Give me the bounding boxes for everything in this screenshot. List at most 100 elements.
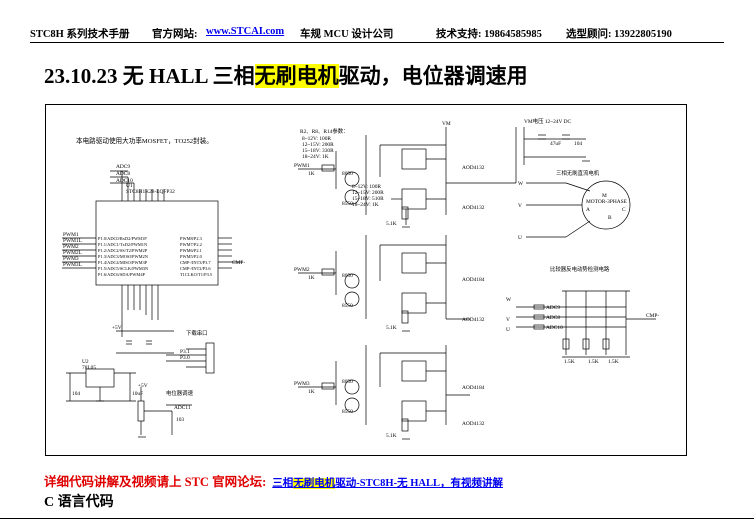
circuit-schematic: 本电路驱动使用大功率MOSFET，TO252封装。 U1 STC8H1K28-L… bbox=[45, 104, 687, 456]
svg-text:104: 104 bbox=[72, 391, 80, 397]
svg-text:8550: 8550 bbox=[342, 409, 353, 415]
svg-text:AOD4132: AOD4132 bbox=[462, 421, 485, 427]
svg-text:B: B bbox=[608, 215, 612, 221]
mcu-body bbox=[95, 200, 219, 286]
svg-text:PWM2L: PWM2L bbox=[63, 250, 82, 256]
svg-text:U: U bbox=[518, 235, 522, 241]
svg-text:CMP-/INT2/P3.6: CMP-/INT2/P3.6 bbox=[180, 266, 211, 271]
forum-reference: 详细代码讲解及视频请上 STC 官网论坛: 三相无刷电机驱动-STC8H-无 HA… bbox=[44, 471, 503, 490]
svg-text:ADC10: ADC10 bbox=[116, 178, 133, 184]
svg-text:10uF: 10uF bbox=[132, 391, 143, 397]
consult-phone: 选型顾问: 13922805190 bbox=[566, 29, 672, 40]
svg-text:1.5K: 1.5K bbox=[588, 359, 599, 365]
svg-text:CMP-: CMP- bbox=[232, 260, 245, 266]
svg-text:U2: U2 bbox=[82, 359, 89, 365]
svg-text:8~12V: 100R: 8~12V: 100R bbox=[302, 136, 331, 142]
svg-text:1K: 1K bbox=[308, 389, 315, 395]
svg-text:AOD4132: AOD4132 bbox=[462, 317, 485, 323]
site-link[interactable]: www.STCAI.com bbox=[206, 26, 285, 37]
svg-text:P1.6/ADC6/SDA/PWM4P: P1.6/ADC6/SDA/PWM4P bbox=[98, 272, 146, 277]
svg-text:5.1K: 5.1K bbox=[386, 433, 397, 439]
svg-text:STC8H1K28-LQFP32: STC8H1K28-LQFP32 bbox=[126, 189, 175, 195]
code-section-heading: C 语言代码 bbox=[44, 495, 114, 510]
bridge-stage-1 bbox=[298, 135, 516, 225]
svg-text:8550: 8550 bbox=[342, 303, 353, 309]
svg-text:AOD4184: AOD4184 bbox=[462, 277, 485, 283]
svg-text:5.1K: 5.1K bbox=[386, 325, 397, 331]
svg-text:12~15V: 200R: 12~15V: 200R bbox=[302, 142, 334, 148]
svg-text:PWM1L: PWM1L bbox=[63, 238, 82, 244]
svg-text:C: C bbox=[622, 207, 626, 213]
svg-text:15~18V: 330R: 15~18V: 330R bbox=[302, 148, 334, 154]
svg-text:8050: 8050 bbox=[342, 379, 353, 385]
svg-text:ADC8: ADC8 bbox=[546, 315, 560, 321]
svg-text:ADC9: ADC9 bbox=[546, 305, 560, 311]
svg-text:PWM2: PWM2 bbox=[63, 244, 79, 250]
svg-text:PWM8/P2.3: PWM8/P2.3 bbox=[180, 236, 203, 241]
svg-text:U: U bbox=[506, 327, 510, 333]
svg-text:ADC11: ADC11 bbox=[174, 405, 191, 411]
bridge-stage-3 bbox=[298, 345, 470, 432]
svg-text:VM: VM bbox=[442, 121, 451, 127]
svg-text:8050: 8050 bbox=[342, 171, 353, 177]
svg-text:ADC8: ADC8 bbox=[116, 171, 130, 177]
mosfet-note: 本电路驱动使用大功率MOSFET，TO252封装。 bbox=[76, 136, 213, 145]
svg-text:12~15V: 200R: 12~15V: 200R bbox=[352, 190, 384, 196]
title-highlight: 无刷电机 bbox=[254, 64, 339, 88]
manual-title: STC8H 系列技术手册 bbox=[30, 29, 130, 40]
svg-text:W: W bbox=[506, 297, 512, 303]
svg-text:PWM6/P2.1: PWM6/P2.1 bbox=[180, 248, 202, 253]
svg-text:M: M bbox=[602, 193, 607, 199]
svg-text:电位器调速: 电位器调速 bbox=[166, 389, 194, 397]
svg-text:P3.1: P3.1 bbox=[180, 349, 190, 355]
svg-text:PWM2: PWM2 bbox=[294, 267, 310, 273]
svg-text:18~24V: 1K: 18~24V: 1K bbox=[352, 202, 379, 208]
forum-video-link[interactable]: 三相无刷电机驱动-STC8H-无 HALL，有视频讲解 bbox=[272, 478, 503, 489]
svg-text:比较器反电动势检测电路: 比较器反电动势检测电路 bbox=[550, 265, 610, 273]
page-header: STC8H 系列技术手册 官方网站: www.STCAI.com 车规 MCU … bbox=[30, 26, 724, 42]
svg-text:1.5K: 1.5K bbox=[564, 359, 575, 365]
svg-text:P1.3/ADC3/MOSI/PWM2N: P1.3/ADC3/MOSI/PWM2N bbox=[98, 254, 149, 259]
svg-text:PWM7/P2.2: PWM7/P2.2 bbox=[180, 242, 202, 247]
svg-text:PWM5/P2.0: PWM5/P2.0 bbox=[180, 254, 203, 259]
site-label: 官方网站: bbox=[152, 29, 198, 40]
forum-prompt: 详细代码讲解及视频请上 STC 官网论坛: bbox=[44, 475, 267, 489]
svg-text:5.1K: 5.1K bbox=[386, 221, 397, 227]
svg-text:103: 103 bbox=[176, 417, 184, 423]
svg-text:PWM3: PWM3 bbox=[294, 381, 310, 387]
company-label: 车规 MCU 设计公司 bbox=[300, 29, 394, 40]
page-bottom-rule bbox=[0, 518, 754, 519]
svg-text:CMP-/INT3/P3.7: CMP-/INT3/P3.7 bbox=[180, 260, 211, 265]
svg-text:R2、R8、R14参数：: R2、R8、R14参数： bbox=[300, 127, 349, 135]
svg-text:78L05: 78L05 bbox=[82, 365, 96, 371]
support-phone: 技术支持: 19864585985 bbox=[436, 29, 542, 40]
svg-text:104: 104 bbox=[574, 141, 582, 147]
svg-text:ADC9: ADC9 bbox=[116, 164, 130, 170]
svg-text:A: A bbox=[586, 207, 590, 213]
svg-text:三相无刷直流电机: 三相无刷直流电机 bbox=[556, 169, 600, 177]
svg-text:AOD4132: AOD4132 bbox=[462, 205, 485, 211]
svg-text:1.5K: 1.5K bbox=[608, 359, 619, 365]
svg-text:P1.4/ADC4/MISO/PWM3P: P1.4/ADC4/MISO/PWM3P bbox=[98, 260, 148, 265]
svg-text:1K: 1K bbox=[308, 171, 315, 177]
svg-text:AOD4184: AOD4184 bbox=[462, 385, 485, 391]
svg-text:+5V: +5V bbox=[112, 325, 122, 331]
svg-text:CMP-: CMP- bbox=[646, 313, 659, 319]
svg-text:AOD4132: AOD4132 bbox=[462, 165, 485, 171]
svg-text:+5V: +5V bbox=[138, 383, 148, 389]
svg-text:P1.5/ADC5/SCLK/PWM3N: P1.5/ADC5/SCLK/PWM3N bbox=[98, 266, 149, 271]
svg-text:P1.1/ADC1/TxD2/PWM1N: P1.1/ADC1/TxD2/PWM1N bbox=[98, 242, 148, 247]
svg-text:U1: U1 bbox=[126, 183, 133, 189]
svg-text:PWM1: PWM1 bbox=[294, 163, 310, 169]
bridge-stage-2 bbox=[298, 235, 470, 324]
svg-text:8550: 8550 bbox=[342, 201, 353, 207]
svg-text:15~18V: 510R: 15~18V: 510R bbox=[352, 196, 384, 202]
svg-text:T1CLKO/T1/P3.5: T1CLKO/T1/P3.5 bbox=[180, 272, 213, 277]
svg-text:P1.2/ADC2/SS/T2/PWM2P: P1.2/ADC2/SS/T2/PWM2P bbox=[98, 248, 148, 253]
svg-text:MOTOR-3PHASE: MOTOR-3PHASE bbox=[586, 199, 628, 205]
svg-text:PWM3: PWM3 bbox=[63, 256, 79, 262]
svg-text:PWM1: PWM1 bbox=[63, 232, 79, 238]
svg-text:8~12V: 100R: 8~12V: 100R bbox=[352, 184, 381, 190]
header-divider bbox=[30, 42, 724, 43]
svg-text:47uF: 47uF bbox=[550, 141, 561, 147]
